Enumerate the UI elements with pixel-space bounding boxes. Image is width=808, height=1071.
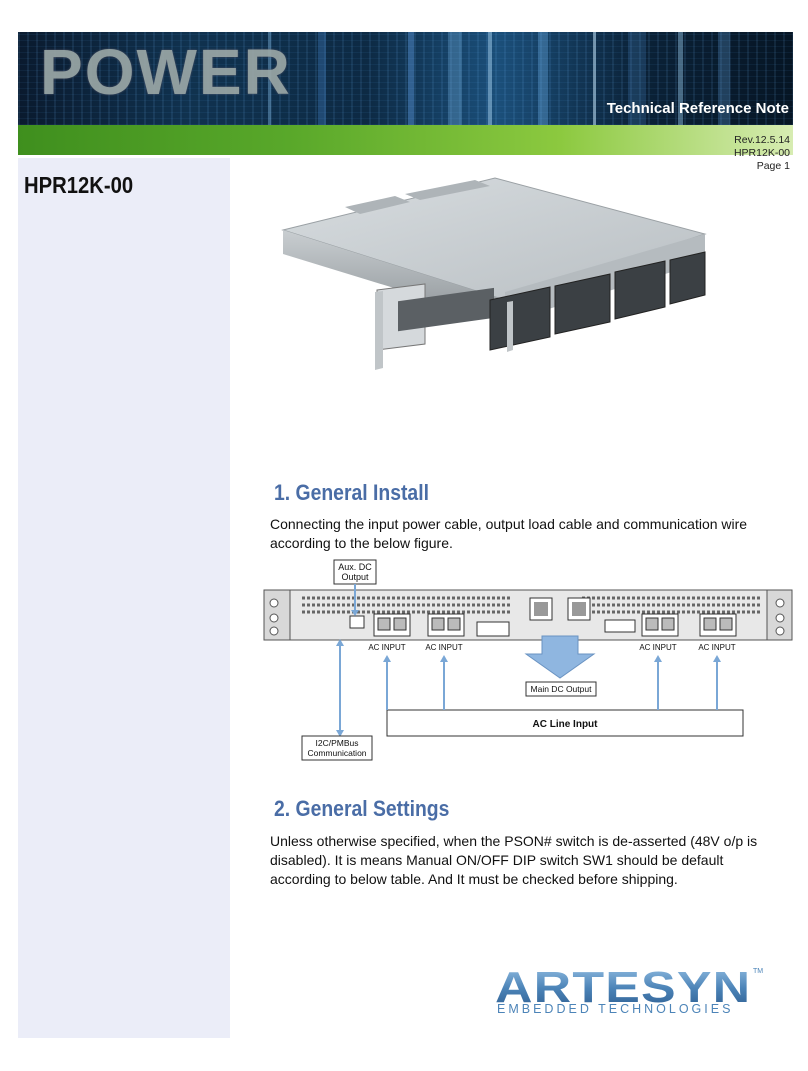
- comm-label-1: I2C/PMBus: [316, 738, 359, 748]
- logo-tagline: EMBEDDED TECHNOLOGIES: [497, 1002, 734, 1016]
- section1-body: Connecting the input power cable, output…: [270, 516, 748, 551]
- comm-label-2: Communication: [307, 748, 366, 758]
- header-banner: POWER Technical Reference Note: [18, 32, 793, 125]
- ac-line-input-label: AC Line Input: [533, 719, 599, 730]
- banner-title: POWER: [40, 36, 292, 108]
- ac-input-label-4: AC INPUT: [698, 643, 735, 652]
- section2-heading: 2. General Settings: [274, 796, 450, 821]
- section1-heading: 1. General Install: [274, 480, 429, 505]
- logo-wordmark: ARTESYN: [495, 963, 752, 1012]
- section2-body: Unless otherwise specified, when the PSO…: [270, 833, 758, 887]
- banner-subtitle: Technical Reference Note: [606, 100, 789, 117]
- revision-number: Rev.12.5.14: [734, 134, 790, 146]
- aux-dc-label-2: Output: [341, 572, 369, 582]
- revision-block: Rev.12.5.14 HPR12K-00 Page 1: [734, 134, 790, 173]
- main-dc-output-label: Main DC Output: [531, 684, 593, 694]
- banner-texture: [18, 32, 793, 125]
- left-sidebar: [18, 158, 230, 1038]
- revision-model: HPR12K-00: [733, 147, 790, 159]
- banner-light-bars: [268, 32, 730, 125]
- ac-input-label-1: AC INPUT: [368, 643, 405, 652]
- ac-input-label-2: AC INPUT: [425, 643, 462, 652]
- wiring-diagram: Aux. DC Output AC INPUT AC INPUT AC INPU…: [263, 559, 793, 761]
- artesyn-logo: ARTESYN TM EMBEDDED TECHNOLOGIES: [495, 963, 770, 1017]
- header-accent-bar: [18, 125, 793, 155]
- aux-dc-label-1: Aux. DC: [338, 562, 372, 572]
- logo-trademark: TM: [753, 968, 764, 975]
- ac-input-label-3: AC INPUT: [639, 643, 676, 652]
- product-model-title: HPR12K-00: [24, 172, 134, 198]
- page-number: Page 1: [756, 160, 790, 172]
- product-photo: [281, 177, 707, 370]
